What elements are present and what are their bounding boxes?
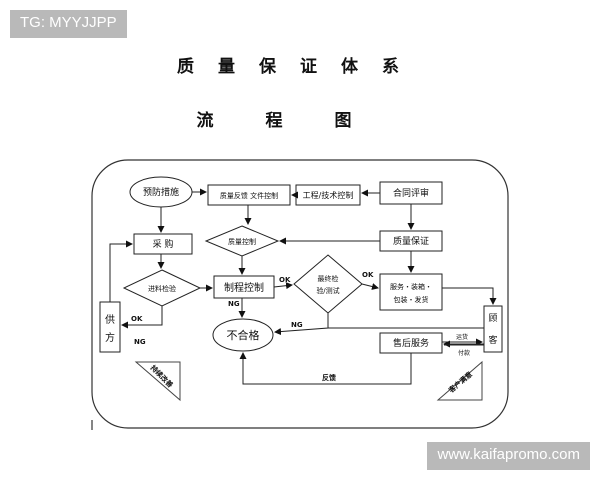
- label-customer-2: 客: [488, 334, 497, 346]
- stamp-right: [436, 360, 483, 401]
- stamp-left: [134, 361, 181, 402]
- label-process-control: 制程控制: [224, 281, 264, 294]
- connectors: [109, 188, 497, 385]
- node-quality-docs: [207, 184, 291, 206]
- label-quality-control: 质量控制: [228, 237, 256, 246]
- label-after-sales: 售后服务: [393, 337, 429, 349]
- node-nonconforming: [212, 318, 274, 352]
- edge-label-ng-final: NG: [291, 321, 303, 329]
- node-customer: [483, 305, 503, 353]
- label-customer-1: 顾: [488, 313, 497, 324]
- edge-label-pay: 付款: [458, 349, 470, 357]
- label-quality-assurance: 质量保证: [393, 235, 429, 247]
- edge-label-ok-incoming: OK: [131, 315, 143, 323]
- label-nonconforming: 不合格: [227, 328, 260, 342]
- label-delivery-2: 包装・发货: [394, 295, 429, 304]
- page-subtitle: 流程图: [196, 111, 404, 131]
- label-tech-control: 工程/技术控制: [303, 190, 354, 200]
- label-incoming-inspection: 进料检验: [148, 284, 176, 293]
- edge-label-ng-process: NG: [228, 300, 240, 308]
- label-supplier-2: 方: [105, 331, 115, 344]
- label-quality-docs: 质量反馈 文件控制: [220, 191, 278, 200]
- edge-label-ng-incoming: NG: [134, 338, 146, 346]
- node-final-inspection: [293, 254, 363, 314]
- label-contract-review: 合同评审: [393, 187, 429, 199]
- label-final-inspection-2: 验/测试: [316, 286, 339, 295]
- watermark-top: TG: MYYJJPP: [10, 10, 127, 38]
- label-supplier-1: 供: [105, 313, 115, 326]
- edge-label-ship: 运货: [456, 333, 468, 341]
- edge-label-ok-process: OK: [279, 276, 291, 284]
- node-purchase: [133, 233, 193, 255]
- label-prevent: 预防措施: [143, 186, 179, 198]
- page-title: 质量保证体系: [177, 57, 423, 77]
- label-final-inspection-1: 最终检: [318, 274, 339, 283]
- node-supplier: [99, 301, 121, 353]
- node-delivery: [379, 273, 443, 311]
- diagram-frame: [91, 159, 509, 429]
- label-delivery-1: 服务・装箱・: [390, 282, 432, 291]
- edge-label-feedback: 反馈: [322, 373, 336, 382]
- edge-label-ok-final: OK: [362, 271, 374, 279]
- watermark-bottom: www.kaifapromo.com: [427, 442, 590, 470]
- label-purchase: 采 购: [153, 238, 174, 250]
